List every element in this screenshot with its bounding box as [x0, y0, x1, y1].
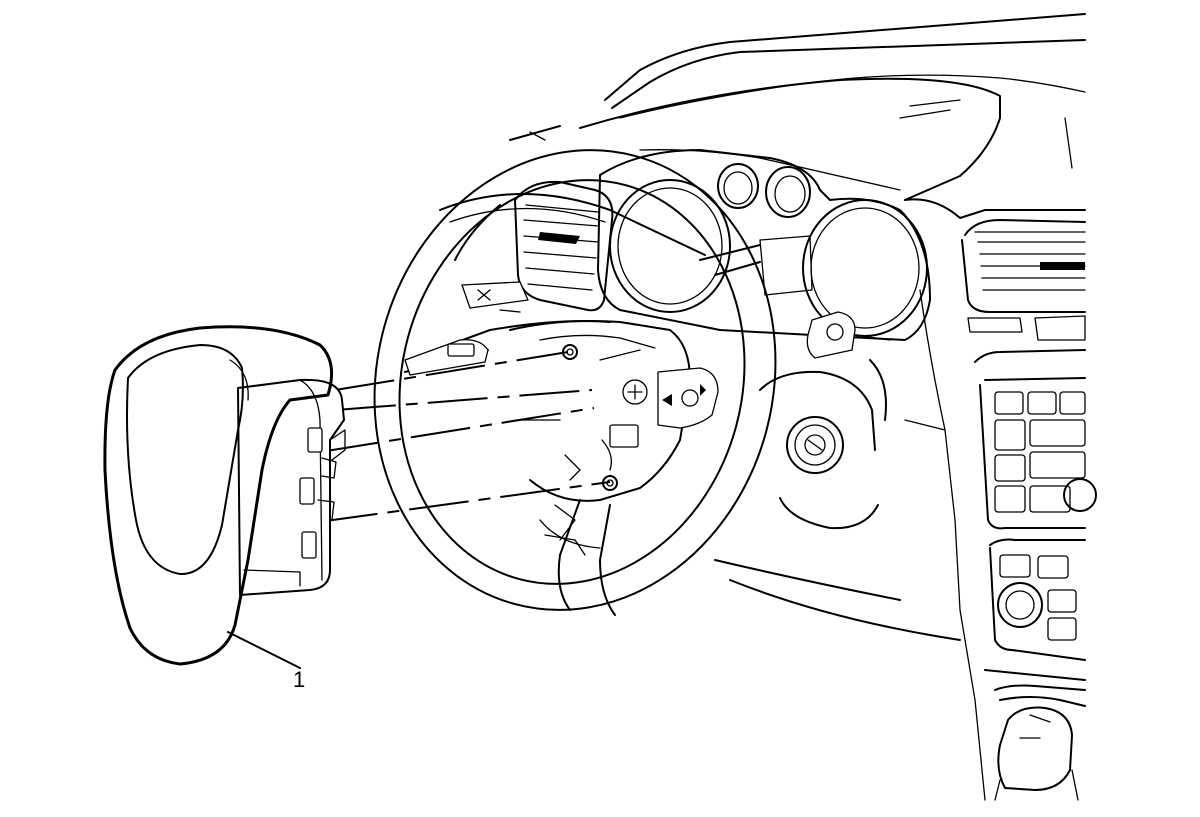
left-spoke-switches [404, 339, 489, 376]
radio-preset-buttons [994, 391, 1097, 513]
callout-1: 1 [227, 631, 305, 692]
left-air-vent [514, 180, 614, 312]
instrument-cluster [597, 149, 931, 341]
callout-1-label: 1 [293, 667, 305, 692]
gear-shifter [994, 684, 1086, 801]
steering-wheel [373, 149, 777, 616]
turn-signal-stalk [461, 281, 529, 313]
steering-column [759, 311, 891, 530]
right-spoke-switches [657, 367, 719, 429]
climate-controls [997, 554, 1077, 641]
dashboard-outline [454, 13, 1086, 801]
center-stack [961, 219, 1097, 801]
driver-airbag-module [103, 325, 346, 666]
alignment-guide-lines [317, 351, 611, 523]
